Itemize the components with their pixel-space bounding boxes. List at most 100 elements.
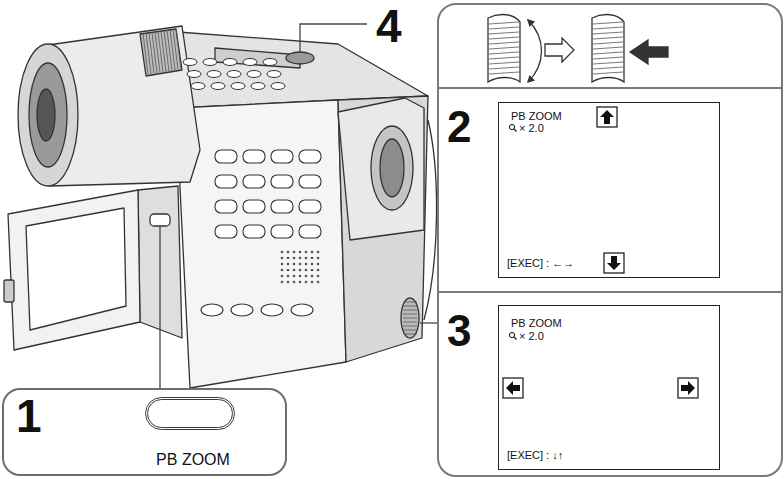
zoom-ratio: × 2.0 (519, 331, 544, 342)
jog-rib (403, 318, 417, 319)
focus-rib (164, 31, 169, 72)
leader-line (159, 226, 160, 388)
pb-zoom-button: PB ZOOM (145, 397, 235, 430)
side-button (299, 225, 321, 238)
speaker-hole (299, 275, 302, 278)
bottom-button (261, 304, 283, 316)
speaker-hole (281, 281, 284, 284)
side-button (215, 200, 237, 213)
wheel-rib (489, 62, 519, 64)
speaker-hole (311, 269, 314, 272)
wheel-rib (593, 42, 623, 44)
generated-details (143, 22, 698, 398)
wheel-rib (489, 37, 519, 39)
arrow-key-symbol (503, 378, 523, 398)
bottom-button (291, 304, 313, 316)
leader-lines (160, 24, 438, 388)
side-button (243, 150, 265, 163)
arrow-key-glyph (681, 381, 695, 395)
side-button (271, 175, 293, 188)
speaker-hole (293, 263, 296, 266)
focus-rib (149, 33, 154, 74)
speaker-hole (287, 269, 290, 272)
speaker-hole (305, 251, 308, 254)
callout-number: 2 (447, 105, 471, 149)
speaker-hole (311, 275, 314, 278)
top-button (227, 71, 241, 78)
speaker-hole (281, 275, 284, 278)
speaker-hole (299, 269, 302, 272)
magnifier-handle (514, 129, 517, 132)
screen-title: PB ZOOM (511, 318, 562, 329)
wheel-rib (593, 57, 623, 59)
speaker-hole (287, 281, 290, 284)
eyepiece-glass (380, 139, 404, 197)
arrow-key-frame (604, 253, 624, 273)
speaker-hole (317, 269, 320, 272)
lcd-panel (8, 190, 140, 350)
speaker-hole (305, 263, 308, 266)
speaker-hole (311, 251, 314, 254)
jog-rib (403, 302, 417, 303)
magnifier-handle (514, 337, 517, 340)
top-button (263, 59, 277, 66)
step-box: 1 PB ZOOM (2, 388, 287, 476)
dial-wheel (592, 15, 624, 82)
zoom-ratio: × 2.0 (519, 123, 544, 134)
speaker-hole (281, 263, 284, 266)
steps-panel (438, 4, 782, 476)
speaker-hole (281, 251, 284, 254)
wheel-rib (489, 27, 519, 29)
wheel-rib (593, 22, 623, 24)
panel-divider (438, 87, 782, 89)
side-button (215, 225, 237, 238)
magnifier-lens (509, 124, 514, 129)
speaker-hole (287, 251, 290, 254)
panel-frame (438, 4, 782, 476)
side-button (243, 175, 265, 188)
speaker-hole (287, 275, 290, 278)
speaker-hole (281, 269, 284, 272)
camera-pb-zoom-button (150, 214, 170, 226)
speaker-hole (293, 281, 296, 284)
side-button (243, 225, 265, 238)
arrow-key-glyph (607, 256, 621, 270)
callout-number: 4 (376, 3, 402, 49)
wheel-rib (593, 47, 623, 49)
focus-rib (155, 32, 160, 73)
then-arrow (545, 38, 574, 62)
screen-title: PB ZOOM (511, 111, 562, 122)
top-button (251, 83, 265, 90)
top-button (203, 59, 217, 66)
speaker-hole (317, 275, 320, 278)
zoom-lever (286, 52, 314, 64)
side-button (271, 225, 293, 238)
lens-front (18, 44, 78, 186)
speaker-hole (287, 263, 290, 266)
top-button (207, 71, 221, 78)
speaker-hole (293, 275, 296, 278)
bottom-button (201, 304, 223, 316)
wheel-rib (489, 47, 519, 49)
speaker-hole (305, 257, 308, 260)
camcorder-illustration (4, 26, 437, 388)
jog-rib (403, 330, 417, 331)
wheel-rib (593, 62, 623, 64)
arrow-key-symbol (597, 107, 617, 127)
top-button (223, 59, 237, 66)
focus-rib (176, 29, 181, 69)
press-arrow (630, 40, 668, 64)
callout-number: 1 (16, 393, 42, 439)
bottom-button (231, 304, 253, 316)
magnifier-symbol (509, 124, 516, 131)
lens-core (37, 89, 55, 141)
wheel-rib (593, 37, 623, 39)
speaker-hole (281, 257, 284, 260)
speaker-hole (293, 257, 296, 260)
speaker-hole (311, 263, 314, 266)
side-button (215, 175, 237, 188)
jog-dial (401, 298, 419, 338)
side-button (299, 150, 321, 163)
